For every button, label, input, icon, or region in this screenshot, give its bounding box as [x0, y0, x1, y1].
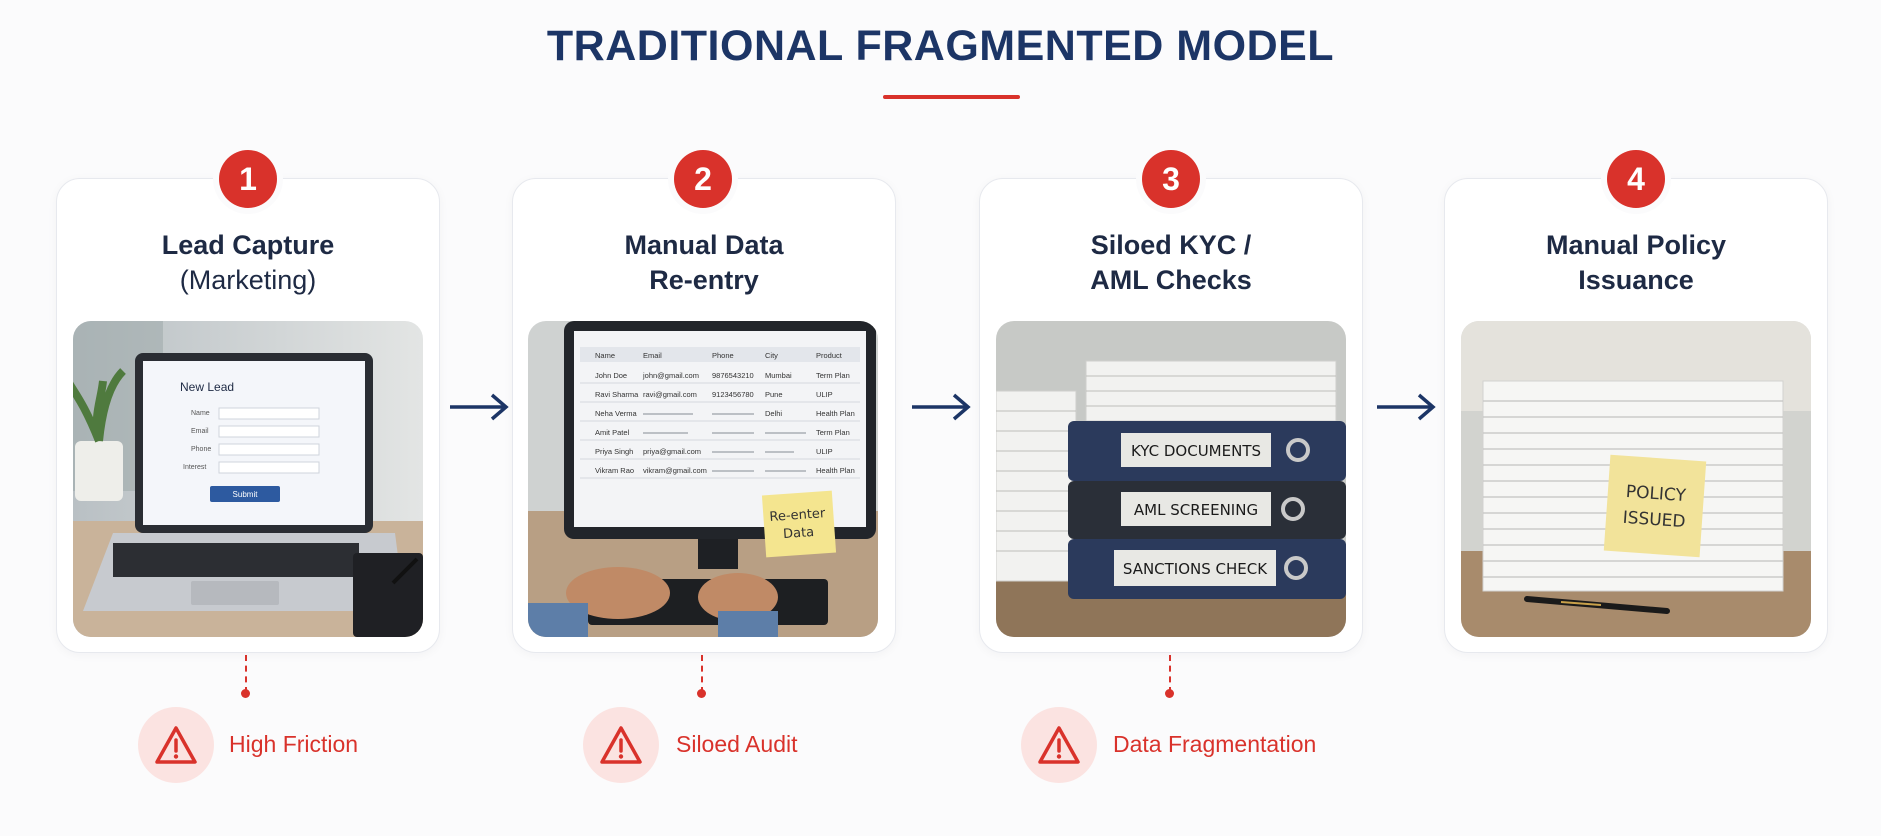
issue-connector [245, 655, 247, 693]
form-title: New Lead [180, 380, 234, 394]
submit-button-label: Submit [233, 490, 259, 499]
warning-triangle-icon [138, 707, 214, 783]
page-title: TRADITIONAL FRAGMENTED MODEL [546, 22, 1335, 70]
step-title: Manual Policy Issuance [1444, 228, 1828, 298]
table-cell: john@gmail.com [642, 371, 699, 380]
issue-connector-dot [241, 689, 250, 698]
table-cell: ravi@gmail.com [643, 390, 697, 399]
table-cell: Ravi Sharma [595, 390, 639, 399]
step-title: Siloed KYC / AML Checks [979, 228, 1363, 298]
step-title-line2: Re-entry [649, 265, 759, 295]
issue-connector-dot [697, 689, 706, 698]
table-header: Phone [712, 351, 734, 360]
step-number-badge: 2 [674, 150, 732, 208]
issue-label: Siloed Audit [676, 731, 798, 757]
table-header: City [765, 351, 778, 360]
binder-label: AML SCREENING [1134, 501, 1258, 519]
sticky-note-text: Re-enter [769, 506, 826, 525]
warning-triangle-icon [583, 707, 659, 783]
form-label: Phone [191, 446, 211, 453]
table-cell: Term Plan [816, 428, 850, 437]
step-title-line2: Issuance [1578, 265, 1694, 295]
binder-label: KYC DOCUMENTS [1131, 442, 1261, 460]
sticky-note-text: POLICY [1625, 482, 1687, 506]
form-label: Interest [183, 464, 206, 471]
issue-label: High Friction [229, 731, 359, 757]
table-cell: priya@gmail.com [643, 447, 701, 456]
table-cell: vikram@gmail.com [643, 466, 707, 475]
table-cell: Priya Singh [595, 447, 633, 456]
kyc-binders-photo: KYC DOCUMENTS AML SCREENING SANCTIONS CH… [996, 321, 1346, 637]
table-cell: 9876543210 [712, 371, 754, 380]
step-title-line2: (Marketing) [179, 265, 317, 295]
arrow-right-icon [1377, 393, 1436, 421]
table-cell: ULIP [816, 447, 833, 456]
arrow-right-icon [912, 393, 971, 421]
table-header: Name [595, 351, 615, 360]
issue-connector-dot [1165, 689, 1174, 698]
table-cell: 9123456780 [712, 390, 754, 399]
step-title-line2: AML Checks [1090, 265, 1252, 295]
table-cell: Term Plan [816, 371, 850, 380]
step-number-badge: 3 [1142, 150, 1200, 208]
issue-connector [1169, 655, 1171, 693]
step-number-badge: 1 [219, 150, 277, 208]
binder-label: SANCTIONS CHECK [1123, 560, 1268, 578]
table-cell: Mumbai [765, 371, 792, 380]
step-title: Manual Data Re-entry [512, 228, 896, 298]
issue-label: Data Fragmentation [1113, 731, 1317, 757]
table-cell: Delhi [765, 409, 782, 418]
sticky-note-text: Data [783, 525, 815, 542]
table-cell: Vikram Rao [595, 466, 634, 475]
step-title: Lead Capture (Marketing) [56, 228, 440, 298]
arrow-right-icon [450, 393, 509, 421]
data-reentry-photo: Name Email Phone City Product John Doe j… [528, 321, 878, 637]
step-title-line1: Siloed KYC / [1090, 230, 1252, 260]
table-cell: Neha Verma [595, 409, 638, 418]
step-number-badge: 4 [1607, 150, 1665, 208]
policy-stack-photo: POLICY ISSUED [1461, 321, 1811, 637]
lead-capture-photo: New Lead Name Email Phone Interest Submi… [73, 321, 423, 637]
table-header: Email [643, 351, 662, 360]
table-cell: ULIP [816, 390, 833, 399]
form-label: Name [191, 410, 210, 417]
table-cell: Amit Patel [595, 428, 630, 437]
step-title-line1: Manual Data [624, 230, 784, 260]
table-cell: Health Plan [816, 409, 855, 418]
table-cell: Health Plan [816, 466, 855, 475]
step-title-line1: Manual Policy [1545, 230, 1727, 260]
table-cell: Pune [765, 390, 783, 399]
step-title-line1: Lead Capture [161, 230, 335, 260]
sticky-note-text: ISSUED [1622, 508, 1686, 532]
form-label: Email [191, 428, 209, 435]
table-cell: John Doe [595, 371, 627, 380]
title-underline [883, 95, 1020, 99]
warning-triangle-icon [1021, 707, 1097, 783]
issue-connector [701, 655, 703, 693]
table-header: Product [816, 351, 843, 360]
